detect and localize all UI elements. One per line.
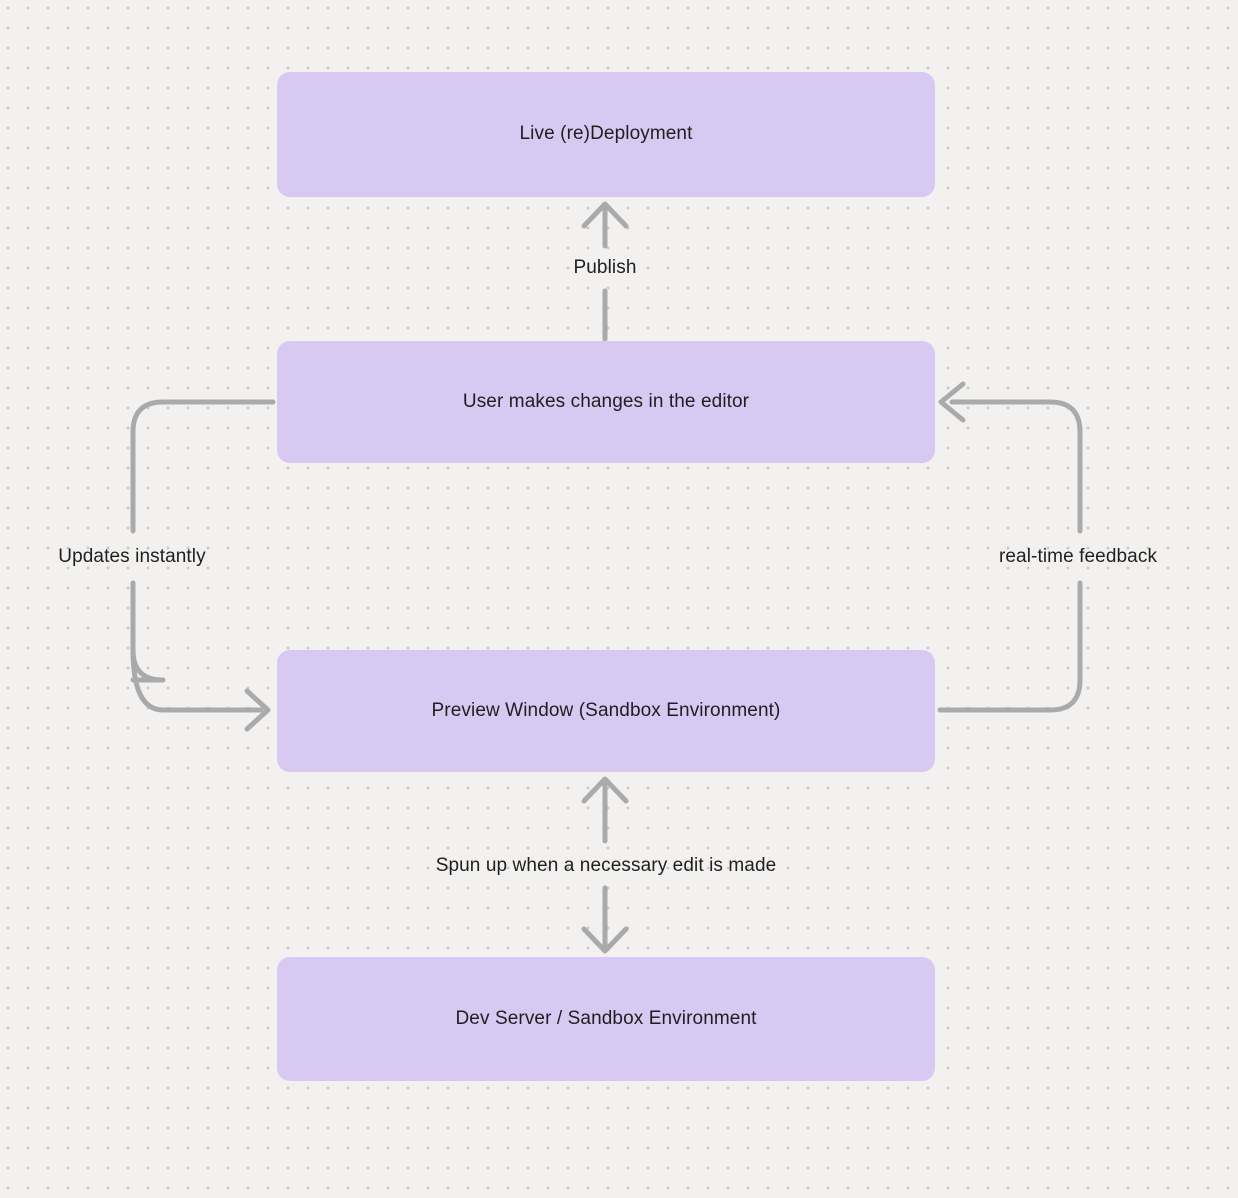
- edge-label-publish: Publish: [573, 257, 637, 278]
- edge-label-updates-instantly: Updates instantly: [58, 546, 206, 567]
- node-live-redeployment: Live (re)Deployment: [277, 72, 935, 197]
- node-editor-changes: User makes changes in the editor: [277, 341, 935, 463]
- arrow-feedback-head-icon: [938, 381, 966, 423]
- arrow-feedback-line-top: [949, 399, 1083, 534]
- arrow-spun-down-head-icon: [581, 926, 629, 954]
- arrow-updates-head-icon: [244, 688, 271, 732]
- node-preview-window: Preview Window (Sandbox Environment): [277, 650, 935, 772]
- node-preview-window-label: Preview Window (Sandbox Environment): [431, 699, 781, 721]
- arrow-updates-line-top: [130, 399, 276, 534]
- node-editor-changes-label: User makes changes in the editor: [462, 390, 750, 412]
- edge-label-real-time-feedback: real-time feedback: [998, 546, 1158, 567]
- edge-label-spun-up: Spun up when a necessary edit is made: [435, 855, 777, 876]
- arrow-feedback-line-bottom: [937, 580, 1083, 713]
- node-live-redeployment-label: Live (re)Deployment: [519, 123, 693, 145]
- arrow-updates-line-bottom: [130, 580, 264, 713]
- arrow-publish-head-icon: [581, 201, 629, 229]
- arrow-spun-up-head-icon: [581, 776, 629, 804]
- node-dev-server: Dev Server / Sandbox Environment: [277, 957, 935, 1081]
- node-dev-server-label: Dev Server / Sandbox Environment: [455, 1007, 757, 1029]
